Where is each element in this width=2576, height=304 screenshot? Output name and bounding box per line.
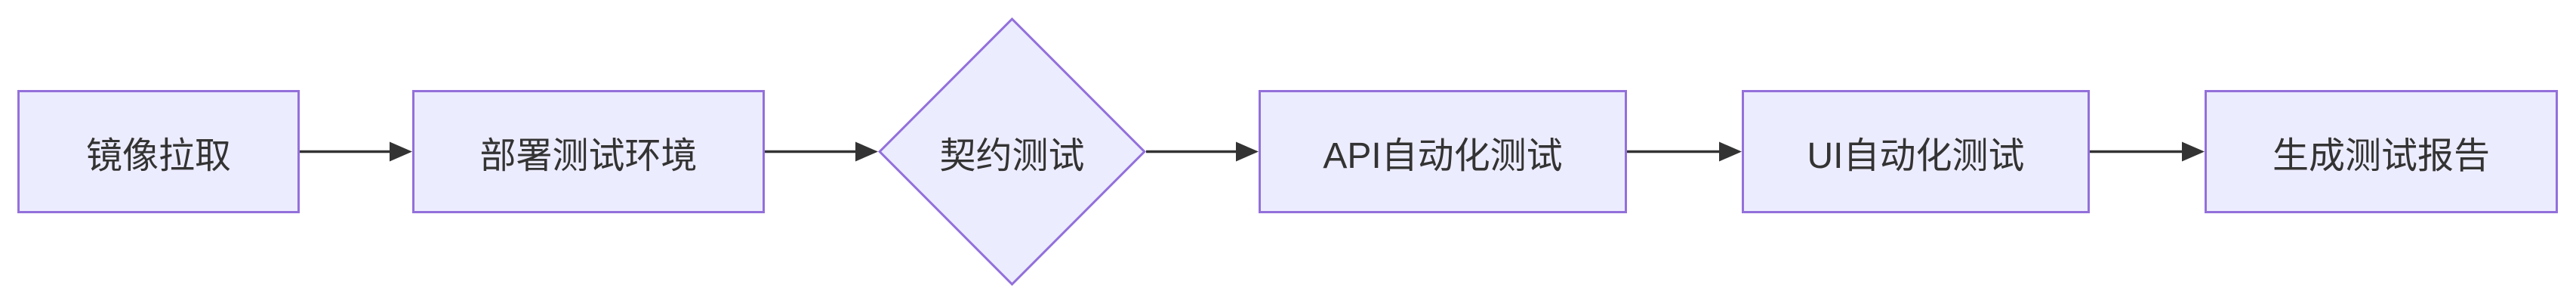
- node-ui-auto-test: UI自动化测试: [1742, 90, 2090, 213]
- node-ui-auto-test-label: UI自动化测试: [1807, 135, 2025, 176]
- node-image-pull-label: 镜像拉取: [85, 135, 231, 176]
- node-gen-test-report: 生成测试报告: [2205, 90, 2558, 213]
- node-contract-test: 契约测试: [878, 90, 1146, 213]
- edge-arrow-4: [1627, 141, 1742, 162]
- edge-arrow-3: [1146, 141, 1259, 162]
- node-api-auto-test: API自动化测试: [1259, 90, 1627, 213]
- node-api-auto-test-label: API自动化测试: [1323, 135, 1563, 176]
- node-contract-test-label: 契约测试: [939, 135, 1085, 176]
- edge-arrow-1: [300, 141, 412, 162]
- node-deploy-test-env: 部署测试环境: [412, 90, 765, 213]
- edge-arrow-2: [765, 141, 878, 162]
- edge-arrow-5: [2090, 141, 2205, 162]
- node-gen-test-report-label: 生成测试报告: [2272, 135, 2490, 176]
- node-deploy-test-env-label: 部署测试环境: [479, 135, 698, 176]
- node-image-pull: 镜像拉取: [17, 90, 300, 213]
